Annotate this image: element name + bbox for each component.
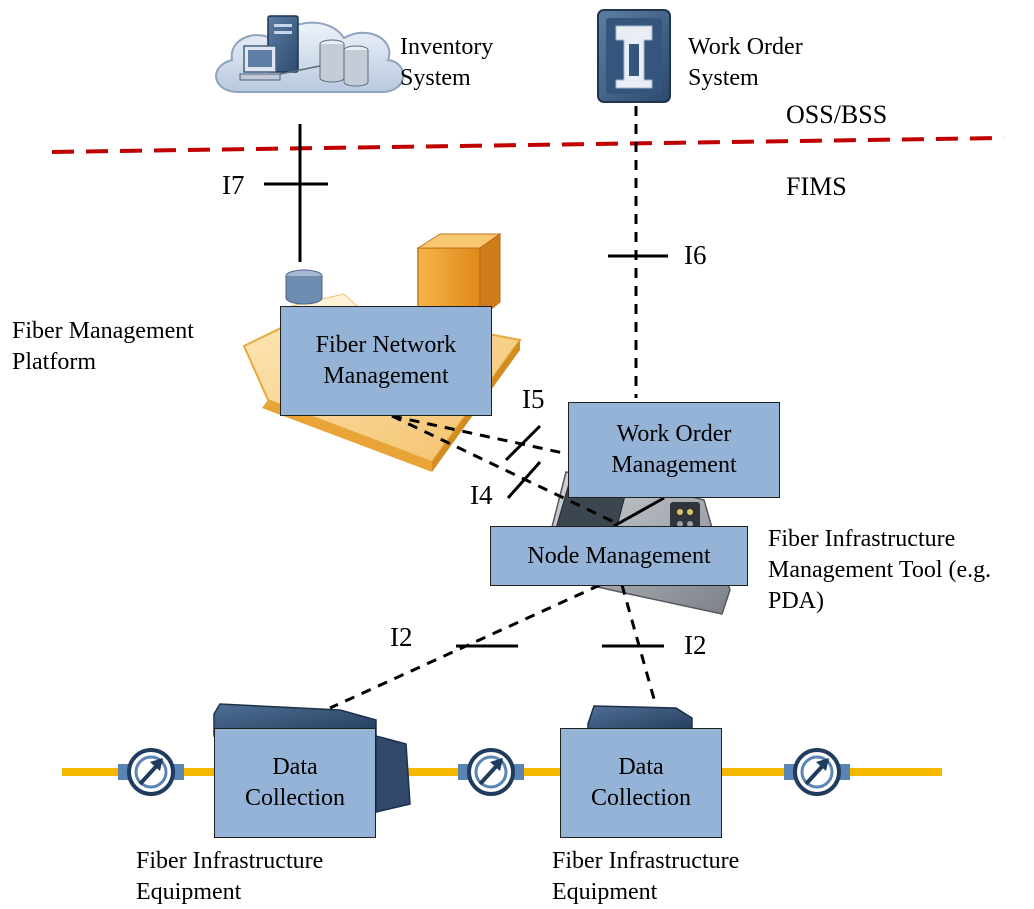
equipment-left-label-line1: Fiber Infrastructure (136, 848, 324, 874)
node-management-label: Node Management (527, 542, 711, 569)
interface-i4-label: I4 (470, 480, 493, 510)
connector-icon-1 (118, 748, 184, 796)
database-cloud-icon (215, 15, 405, 93)
fiber-network-management-box: Fiber Network Management (280, 306, 492, 416)
platform-label-line2: Platform (12, 349, 96, 375)
work-order-management-line2: Management (611, 452, 737, 478)
equipment-right-label-line2: Equipment (552, 879, 658, 905)
connector-icon-2 (458, 748, 524, 796)
work-order-management-box: Work Order Management (568, 402, 780, 498)
fiber-management-platform-label: Fiber Management Platform (12, 316, 194, 378)
data-collection-box-2: Data Collection (560, 728, 722, 838)
interface-i6-label: I6 (684, 240, 707, 270)
fiber-infrastructure-management-tool-label: Fiber Infrastructure Management Tool (e.… (768, 524, 991, 617)
fiber-network-management-line2: Management (323, 363, 449, 389)
tick-i4 (506, 461, 542, 499)
inventory-system-label: Inventory System (400, 32, 493, 94)
work-order-system-label-line1: Work Order (688, 34, 803, 60)
tool-label-line1: Fiber Infrastructure (768, 526, 956, 552)
inventory-system-label-line1: Inventory (400, 34, 494, 60)
link-i5 (391, 414, 569, 456)
equipment-right-label-line1: Fiber Infrastructure (552, 848, 740, 874)
equipment-right-label: Fiber Infrastructure Equipment (552, 846, 739, 908)
interface-i2-right-label: I2 (684, 630, 707, 660)
work-order-system-label: Work Order System (688, 32, 803, 94)
equipment-left-label: Fiber Infrastructure Equipment (136, 846, 323, 908)
link-i4 (391, 414, 615, 524)
oss-boundary-line (51, 136, 1005, 154)
platform-label-line1: Fiber Management (12, 318, 194, 344)
fiber-network-management-line1: Fiber Network (315, 332, 457, 358)
equipment-left-label-line2: Equipment (136, 879, 242, 905)
tick-i5 (504, 424, 542, 462)
data-collection-box-1: Data Collection (214, 728, 376, 838)
interface-i7-label: I7 (222, 170, 245, 200)
work-order-system-label-line2: System (688, 65, 759, 91)
server-icon (597, 9, 671, 103)
data-collection-1-line1: Data (272, 754, 318, 780)
zone-fims-label: FIMS (786, 172, 847, 201)
tool-label-line3: PDA) (768, 588, 825, 614)
tool-label-line2: Management Tool (e.g. (768, 557, 992, 583)
data-collection-1-line2: Collection (245, 785, 345, 811)
data-collection-2-line2: Collection (591, 785, 691, 811)
work-order-management-line1: Work Order (616, 421, 732, 447)
zone-oss-bss-label: OSS/BSS (786, 100, 888, 129)
connector-icon-3 (784, 748, 850, 796)
data-collection-2-line1: Data (618, 754, 664, 780)
interface-i5-label: I5 (522, 384, 545, 414)
inventory-system-label-line2: System (400, 65, 471, 91)
interface-i2-left-label: I2 (390, 622, 413, 652)
link-wom-node (613, 496, 665, 528)
node-management-box: Node Management (490, 526, 748, 586)
